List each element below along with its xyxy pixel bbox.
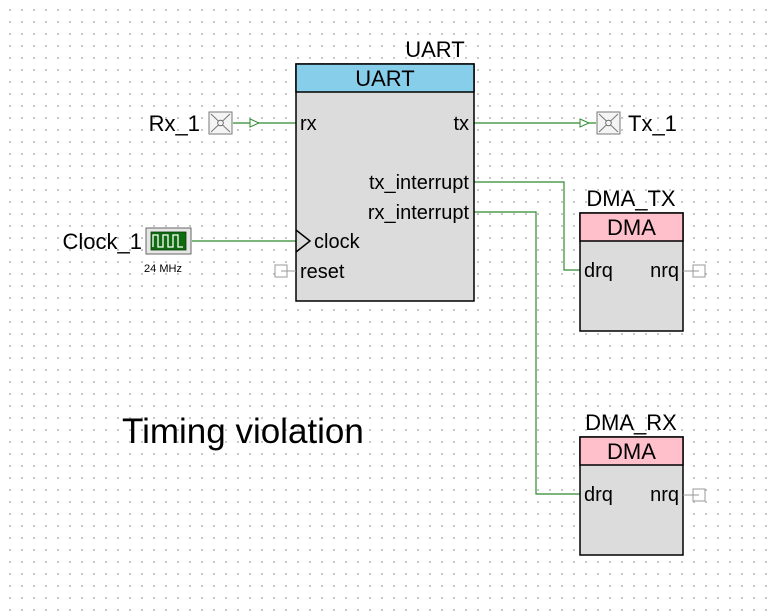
rx-pin-label: Rx_1 [149,111,200,136]
dma-tx-component[interactable]: DMA_TX DMA drq nrq [579,186,706,332]
rx-wire-arrow [249,118,261,128]
clock-frequency: 24 MHz [144,263,182,275]
uart-pin-clock: clock [314,231,361,253]
dma-tx-header [579,212,684,242]
dma-tx-pin-nrq: nrq [650,260,679,282]
uart-component[interactable]: UART UART rx tx tx_interrupt rx_interrup… [274,37,475,302]
dma-rx-header [579,436,684,466]
wire-rx-interrupt [474,211,580,495]
tx-wire-arrow [579,118,591,128]
dma-tx-pin-drq: drq [584,260,613,282]
uart-pin-rx: rx [300,113,317,135]
uart-pin-tx-interrupt: tx_interrupt [369,172,469,194]
clock-label: Clock_1 [63,229,142,254]
timing-violation-annotation: Timing violation [122,412,364,451]
uart-pin-rx-interrupt: rx_interrupt [368,202,470,224]
uart-pin-reset: reset [300,261,345,283]
clock-input-triangle [295,229,312,253]
dma-rx-pin-nrq: nrq [650,484,679,506]
clock-component[interactable]: Clock_1 24 MHz [63,227,192,275]
uart-instance-name: UART [405,37,465,62]
dma-rx-instance-name: DMA_RX [585,410,677,435]
rx-pin-component[interactable]: Rx_1 [149,111,233,136]
dma-tx-instance-name: DMA_TX [586,186,676,211]
uart-header [295,63,475,93]
wires [192,122,596,495]
dma-rx-header-label: DMA [607,439,656,464]
dma-rx-pin-drq: drq [584,484,613,506]
dma-rx-component[interactable]: DMA_RX DMA drq nrq [579,410,706,556]
uart-header-label: UART [355,66,415,91]
uart-pin-tx: tx [453,113,469,135]
wire-tx-interrupt [474,181,580,271]
tx-pin-label: Tx_1 [628,111,677,136]
tx-pin-component[interactable]: Tx_1 [596,111,677,136]
dma-tx-header-label: DMA [607,215,656,240]
